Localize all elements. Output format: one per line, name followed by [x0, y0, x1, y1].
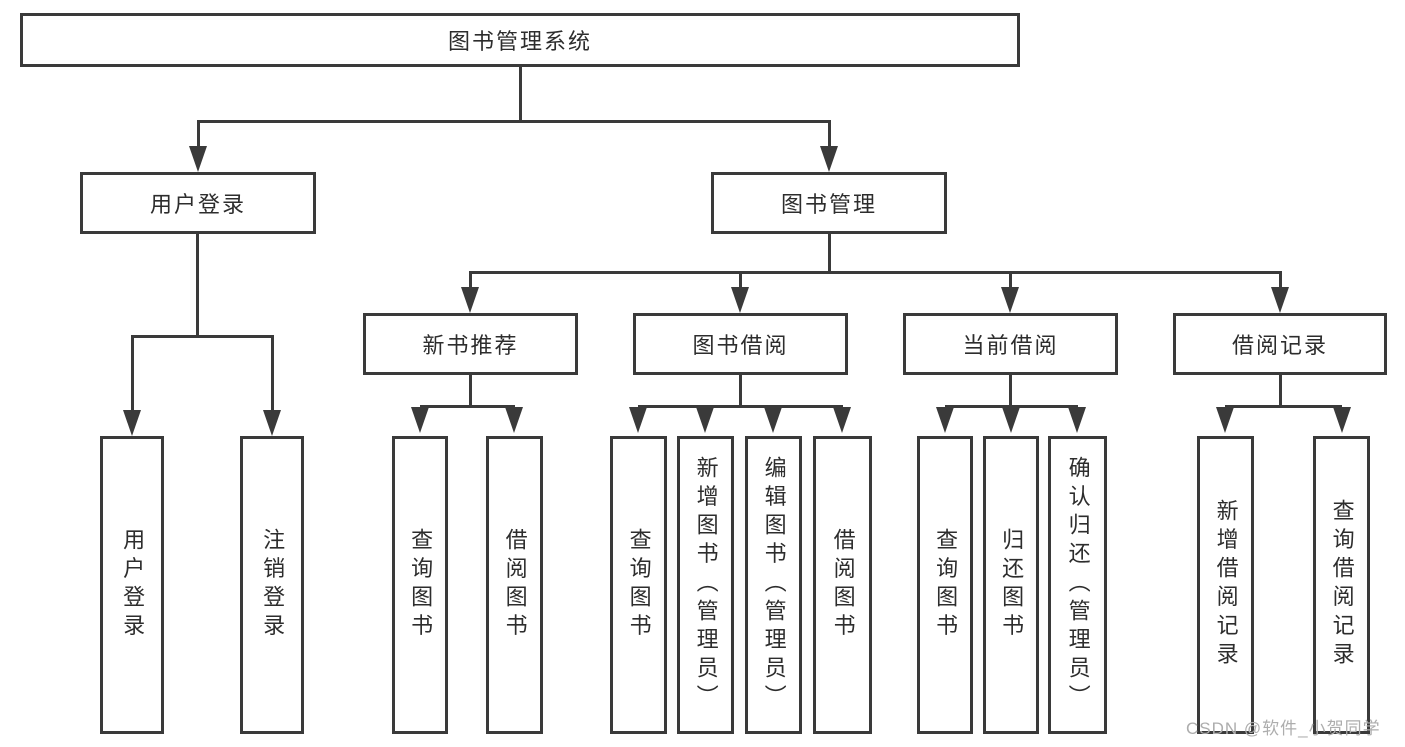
connector-user-login-split: [131, 335, 274, 338]
connector-new-book-down: [469, 375, 472, 407]
connector-user-login-down: [196, 234, 199, 337]
arrow-cb-return-icon: [1002, 407, 1020, 433]
arrow-cb-query-icon: [936, 407, 954, 433]
connector-cur-borrow-down: [1009, 375, 1012, 407]
leaf-borrow-books: 借阅图书: [813, 436, 872, 734]
arrow-nbr-query-icon: [411, 407, 429, 433]
arrow-bb-edit-icon: [764, 407, 782, 433]
leaf-add-borrow-record: 新增借阅记录: [1197, 436, 1254, 734]
watermark-text: CSDN @软件_小贺同学: [1186, 719, 1381, 738]
connector-leaf-logout-stem: [271, 335, 274, 412]
leaf-user-login: 用户登录: [100, 436, 164, 734]
node-root-system: 图书管理系统: [20, 13, 1020, 67]
leaf-logout-login: 注销登录: [240, 436, 304, 734]
leaf-query-borrow-record: 查询借阅记录: [1313, 436, 1370, 734]
arrow-br-add-icon: [1216, 407, 1234, 433]
arrow-book-borrow-icon: [731, 287, 749, 313]
connector-level2-bus: [470, 271, 1281, 274]
arrow-cb-confirm-icon: [1068, 407, 1086, 433]
node-borrow-records: 借阅记录: [1173, 313, 1387, 375]
arrow-borrow-rec-icon: [1271, 287, 1289, 313]
leaf-edit-books-admin: 编辑图书（管理员）: [745, 436, 802, 734]
arrow-new-book-icon: [461, 287, 479, 313]
connector-leaf-user-login-stem: [131, 335, 134, 412]
arrow-user-login-icon: [189, 146, 207, 172]
leaf-add-books-admin: 新增图书（管理员）: [677, 436, 734, 734]
connector-cur-borrow-split: [945, 405, 1078, 408]
arrow-leaf-logout-icon: [263, 410, 281, 436]
connector-root-stem: [519, 65, 522, 122]
connector-user-login-stem: [197, 120, 200, 150]
arrow-cur-borrow-icon: [1001, 287, 1019, 313]
connector-cur-borrow-stem: [1009, 271, 1012, 289]
leaf-query-books-recommend: 查询图书: [392, 436, 448, 734]
node-book-management: 图书管理: [711, 172, 947, 234]
arrow-book-mgmt-icon: [820, 146, 838, 172]
arrow-bb-borrow-icon: [833, 407, 851, 433]
arrow-leaf-user-login-icon: [123, 410, 141, 436]
connector-borrow-rec-stem: [1279, 271, 1282, 289]
connector-borrow-rec-down: [1279, 375, 1282, 407]
leaf-query-books-borrow: 查询图书: [610, 436, 667, 734]
leaf-return-books: 归还图书: [983, 436, 1039, 734]
connector-borrow-rec-split: [1225, 405, 1342, 408]
connector-book-mgmt-stem: [828, 120, 831, 150]
connector-new-book-split: [420, 405, 515, 408]
node-user-login: 用户登录: [80, 172, 316, 234]
node-current-borrow: 当前借阅: [903, 313, 1118, 375]
arrow-bb-add-icon: [696, 407, 714, 433]
arrow-nbr-borrow-icon: [505, 407, 523, 433]
connector-new-book-stem: [469, 271, 472, 289]
leaf-confirm-return-admin: 确认归还（管理员）: [1048, 436, 1107, 734]
connector-book-mgmt-down: [828, 234, 831, 273]
leaf-query-books-current: 查询图书: [917, 436, 973, 734]
connector-level1-bus: [197, 120, 831, 123]
arrow-br-query-icon: [1333, 407, 1351, 433]
node-book-borrow: 图书借阅: [633, 313, 848, 375]
connector-book-borrow-down: [739, 375, 742, 407]
connector-book-borrow-split: [638, 405, 843, 408]
arrow-bb-query-icon: [629, 407, 647, 433]
leaf-borrow-books-recommend: 借阅图书: [486, 436, 543, 734]
node-new-book-recommend: 新书推荐: [363, 313, 578, 375]
connector-book-borrow-stem: [739, 271, 742, 289]
